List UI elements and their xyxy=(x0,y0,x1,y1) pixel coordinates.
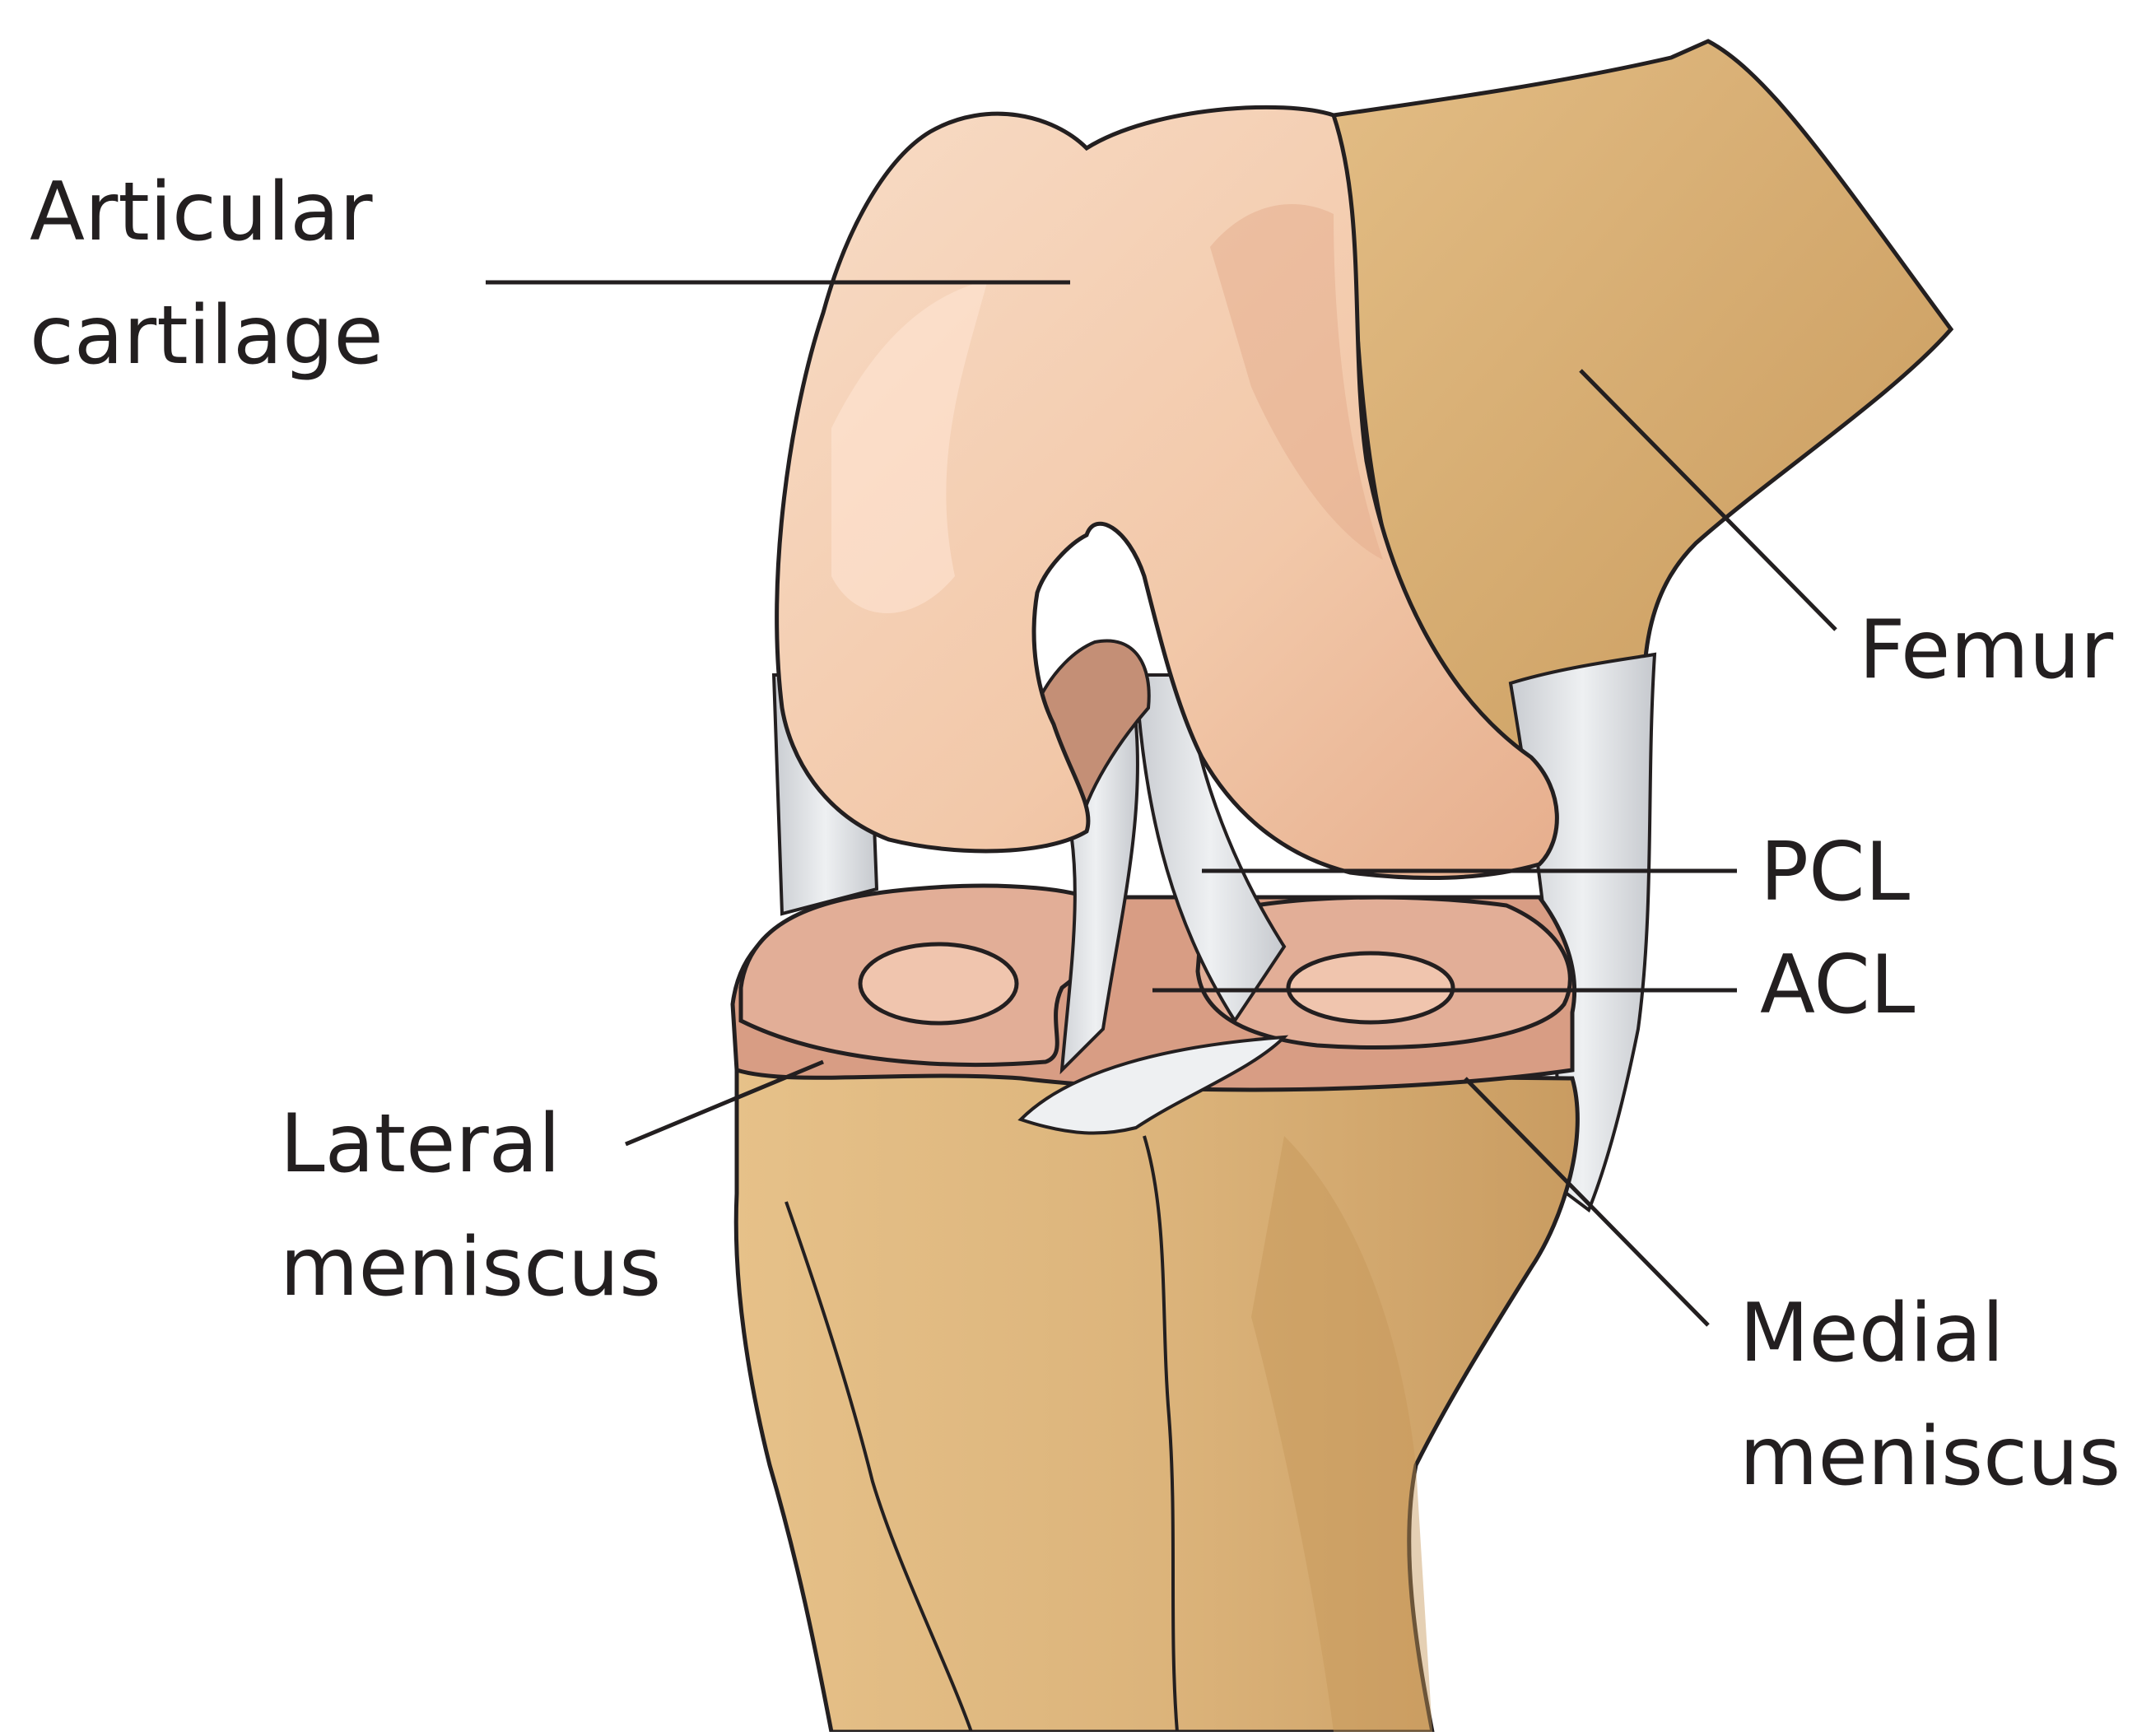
label-acl: ACL xyxy=(1760,924,1915,1047)
label-articular-line1: Articular xyxy=(30,151,384,274)
label-lateral-line2: meniscus xyxy=(280,1206,661,1329)
label-femur: Femur xyxy=(1859,589,2113,712)
medial-meniscus-center xyxy=(1288,953,1453,1022)
label-medial-meniscus: Medial meniscus xyxy=(1739,1272,2121,1519)
label-articular-cartilage: Articular cartilage xyxy=(30,151,384,398)
label-lateral-meniscus: Lateral meniscus xyxy=(280,1082,661,1329)
lateral-meniscus-center xyxy=(860,944,1017,1023)
label-articular-line2: cartilage xyxy=(30,274,384,398)
label-medial-line2: meniscus xyxy=(1739,1395,2121,1519)
label-pcl: PCL xyxy=(1760,811,1910,934)
label-medial-line1: Medial xyxy=(1739,1272,2121,1395)
tibia-bone xyxy=(736,1070,1577,1732)
label-lateral-line1: Lateral xyxy=(280,1082,661,1206)
